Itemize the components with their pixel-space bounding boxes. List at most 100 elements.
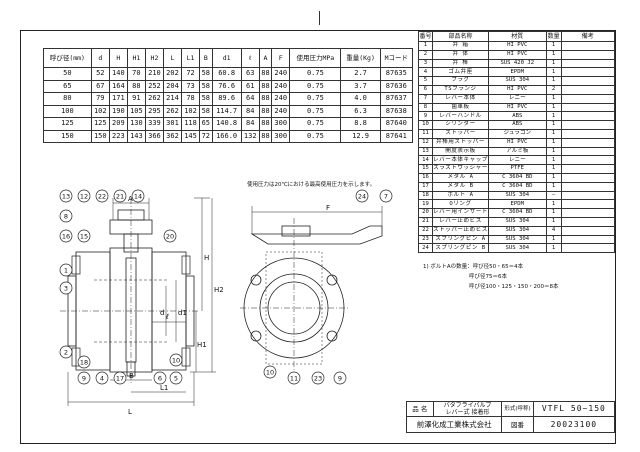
dim-cell: 150 [90, 129, 110, 143]
product-name-line2: レバー式 接着形 [445, 409, 490, 416]
callout-bubble [379, 189, 393, 203]
dim-cell: 223 [108, 129, 128, 143]
callout-bubble [153, 371, 167, 385]
callout-bubble [333, 371, 347, 385]
dim-header-cell: B [199, 48, 213, 68]
callout-number: 22 [98, 192, 106, 200]
callout-number: 6 [158, 374, 162, 382]
callout-bubble [95, 189, 109, 203]
callout-bubble [77, 355, 91, 369]
callout-bubble [59, 345, 73, 359]
drawing-frame [20, 30, 616, 444]
callout-bubble [163, 229, 177, 243]
dim-cell: 87636 [379, 79, 414, 93]
callout-bubble [77, 229, 91, 243]
callout-bubble [263, 365, 277, 379]
bolt-note-line3: 呼び径100・125・150・200＝8本 [469, 284, 559, 290]
bolt-note-line2: 呼び径75＝6本 [469, 274, 507, 280]
callout-bubble [169, 371, 183, 385]
callout-bubble [169, 353, 183, 367]
callout-number: 16 [62, 232, 70, 240]
parts-header-cell: 部品名称 [431, 31, 489, 42]
callout-number: 1 [64, 266, 68, 274]
callout-number: 12 [80, 192, 88, 200]
lever-handle [250, 225, 383, 245]
callout-number: 4 [100, 374, 104, 382]
dim-label-l: ℓ [165, 313, 169, 321]
dim-label-L1: L1 [160, 384, 168, 392]
dim-cell: 0.75 [289, 129, 342, 143]
parts-header-cell: 備考 [560, 31, 616, 42]
stem-lower [126, 361, 136, 377]
callout-bubble [131, 189, 145, 203]
dim-cell: 88 [258, 129, 273, 143]
dim-label-B: B [129, 372, 134, 380]
dim-cell: 58 [199, 92, 213, 106]
dim-cell: 58 [199, 67, 213, 81]
dim-cell: 166.0 [211, 129, 242, 143]
callout-number: 10 [172, 356, 180, 364]
callout-bubble [77, 371, 91, 385]
bolt-note-line1: 1) ボルトAの数量：呼び径50・65＝4本 [423, 264, 524, 270]
dim-cell: 88 [258, 117, 273, 131]
side-view: F [240, 204, 383, 370]
callout-number: 15 [80, 232, 88, 240]
bolt-top-right [181, 255, 191, 275]
title-block: 品 名 バタフライバルブ レバー式 接着形 形式(呼称) VTFL 50~150… [405, 401, 616, 433]
callout-number: 18 [80, 358, 88, 366]
dim-label-d1: d1 [178, 309, 187, 317]
dim-label-F: F [326, 204, 330, 212]
bolt-hole-4 [326, 330, 338, 342]
callout-bubble [59, 263, 73, 277]
dim-cell: 87641 [379, 129, 414, 143]
callout-bubble [59, 189, 73, 203]
drawing-no-value: 20023100 [532, 416, 616, 433]
callout-number: 17 [116, 374, 124, 382]
lever-body-side [281, 225, 311, 237]
company-name: 前澤化成工業株式会社 [405, 416, 503, 433]
dim-cell: 12.9 [340, 129, 381, 143]
dim-cell: 72 [199, 129, 213, 143]
center-mark [319, 11, 320, 25]
callout-bubble [287, 371, 301, 385]
pressure-note: 使用圧力は20℃における最高使用圧力を示します。 [247, 182, 376, 188]
callout-bubble [59, 281, 73, 295]
bolt-bottom-right [181, 347, 191, 367]
callout-number: 13 [62, 192, 70, 200]
callout-bubble [113, 371, 127, 385]
dim-label-L: L [128, 408, 132, 416]
dim-label-H1: H1 [197, 341, 207, 349]
callout-number: 23 [314, 374, 322, 382]
callout-number: 14 [134, 192, 142, 200]
callout-number: 21 [116, 192, 124, 200]
dim-label-H2: H2 [214, 286, 224, 294]
dim-header-cell: H1 [126, 48, 146, 68]
callout-bubble [113, 189, 127, 203]
callout-bubble [355, 189, 369, 203]
bolt-hole-3 [250, 330, 262, 342]
dim-header-cell: L1 [181, 48, 201, 68]
callout-bubble [59, 209, 73, 223]
dim-header-cell: Mコード [379, 48, 414, 68]
callout-number: 10 [266, 368, 274, 376]
callout-bubble [311, 371, 325, 385]
dim-header-cell: d [90, 48, 110, 68]
callout-number: 9 [82, 374, 86, 382]
callout-number: 8 [64, 212, 68, 220]
callout-bubble [59, 229, 73, 243]
callout-bubble [77, 189, 91, 203]
